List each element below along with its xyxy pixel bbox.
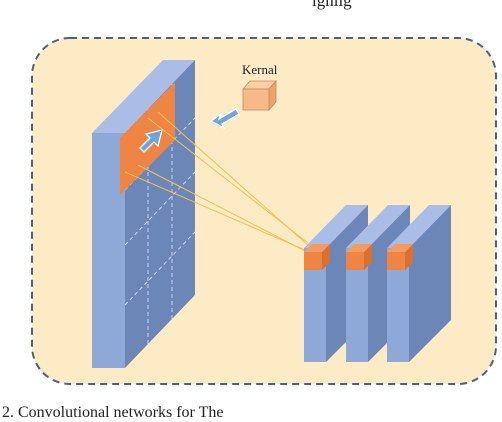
kernel-label: Kernal	[242, 62, 278, 77]
input-layer-front	[92, 133, 125, 368]
output-cell-3	[387, 252, 405, 270]
kernel-arrow-icon	[209, 108, 240, 130]
output-feature-map-3	[387, 205, 451, 362]
caption-fragment-top: ighlig	[312, 0, 352, 10]
output-cell-2	[346, 252, 364, 270]
output-cell-1	[304, 252, 322, 270]
caption-fragment-bottom: 2. Convolutional networks for The	[2, 404, 224, 421]
projection-lines	[124, 111, 311, 254]
input-feature-map	[92, 60, 196, 368]
kernel-cube	[242, 79, 277, 112]
arrow-icon	[139, 129, 163, 153]
receptive-field	[120, 82, 175, 195]
input-layer-top	[92, 60, 195, 133]
